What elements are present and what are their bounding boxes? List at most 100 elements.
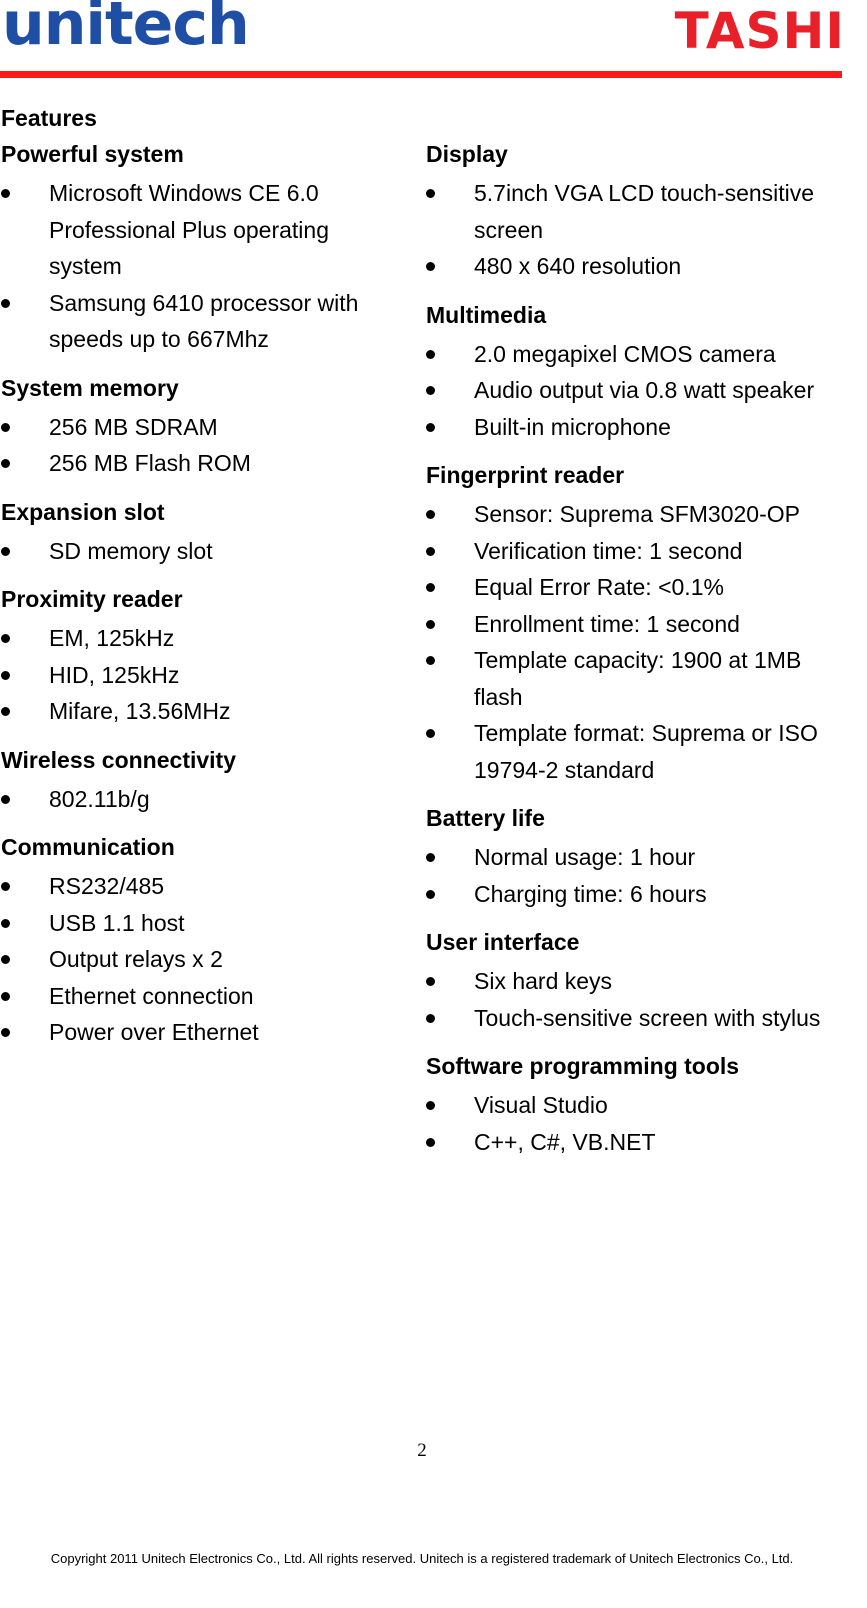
- feature-item-text: Touch-sensitive screen with stylus: [474, 1004, 821, 1031]
- section-system-memory: System memory 256 MB SDRAM 256 MB Flash RO…: [1, 374, 401, 482]
- feature-item: Equal Error Rate: <0.1%: [426, 569, 856, 606]
- feature-list: Microsoft Windows CE 6.0 Professional Pl…: [1, 175, 401, 358]
- feature-item-text: Microsoft Windows CE 6.0 Professional Pl…: [49, 180, 329, 279]
- section-title: Powerful system: [1, 141, 184, 167]
- bullet-icon: [426, 510, 435, 519]
- feature-item-text: 2.0 megapixel CMOS camera: [474, 340, 776, 367]
- feature-item-text: Audio output via 0.8 watt speaker: [474, 377, 815, 403]
- feature-list: 5.7inch VGA LCD touch-sensitive screen 48…: [426, 175, 856, 285]
- feature-item-text: Ethernet connection: [49, 982, 254, 1009]
- right-feature-column: Display 5.7inch VGA LCD touch-sensitive s…: [426, 140, 856, 1176]
- bullet-icon: [426, 1137, 435, 1147]
- bullet-icon: [426, 1101, 435, 1110]
- bullet-icon: [426, 1013, 435, 1023]
- page-number: 2: [417, 1440, 427, 1461]
- feature-item: Touch-sensitive screen with stylus: [426, 1000, 856, 1037]
- feature-item: 256 MB Flash ROM: [1, 445, 401, 482]
- feature-list: 802.11b/g: [1, 781, 401, 818]
- bullet-icon: [426, 977, 435, 986]
- bullet-icon: [1, 794, 10, 804]
- bullet-icon: [1, 670, 10, 680]
- feature-item: Sensor: Suprema SFM3020-OP: [426, 496, 856, 533]
- feature-item: 256 MB SDRAM: [1, 409, 401, 446]
- feature-item-text: USB 1.1 host: [49, 909, 185, 936]
- feature-item-text: Verification time: 1 second: [474, 537, 743, 564]
- feature-item-text: 802.11b/g: [49, 785, 150, 812]
- feature-item-text: Sensor: Suprema SFM3020-OP: [474, 501, 800, 527]
- bullet-icon: [1, 882, 10, 891]
- bullet-icon: [426, 422, 435, 432]
- bullet-icon: [426, 656, 435, 665]
- bullet-icon: [426, 853, 435, 862]
- feature-item: Output relays x 2: [1, 941, 401, 978]
- bullet-icon: [426, 729, 435, 738]
- feature-item-text: Enrollment time: 1 second: [474, 610, 740, 637]
- bullet-icon: [426, 262, 435, 271]
- feature-item-text: 480 x 640 resolution: [474, 253, 682, 279]
- section-title: User interface: [426, 929, 580, 955]
- bullet-icon: [1, 189, 10, 198]
- feature-item-text: C++, C#, VB.NET: [474, 1128, 656, 1155]
- section-title: Display: [426, 141, 508, 167]
- section-expansion-slot: Expansion slot SD memory slot: [1, 498, 401, 570]
- section-title: Multimedia: [426, 301, 547, 328]
- bullet-icon: [1, 459, 10, 468]
- feature-item: EM, 125kHz: [1, 620, 401, 657]
- feature-item-text: Six hard keys: [474, 968, 613, 994]
- bullet-icon: [1, 422, 10, 432]
- feature-item-text: Samsung 6410 processor with speeds up to…: [49, 289, 359, 353]
- section-title: Communication: [1, 834, 175, 860]
- bullet-icon: [1, 955, 10, 964]
- feature-item: 802.11b/g: [1, 781, 401, 818]
- feature-item-text: Charging time: 6 hours: [474, 880, 707, 907]
- feature-item: RS232/485: [1, 868, 401, 905]
- section-wireless-connectivity: Wireless connectivity 802.11b/g: [1, 746, 401, 818]
- feature-item: Microsoft Windows CE 6.0 Professional Pl…: [1, 175, 401, 285]
- feature-item: Enrollment time: 1 second: [426, 606, 856, 643]
- section-title: Software programming tools: [426, 1053, 740, 1079]
- bullet-icon: [1, 991, 10, 1001]
- section-title: Wireless connectivity: [1, 746, 236, 773]
- bullet-icon: [1, 918, 10, 928]
- feature-list: 256 MB SDRAM 256 MB Flash ROM: [1, 409, 401, 482]
- bullet-icon: [426, 189, 435, 198]
- bullet-icon: [426, 349, 435, 359]
- feature-item: HID, 125kHz: [1, 657, 401, 694]
- feature-item-text: 256 MB SDRAM: [49, 413, 218, 440]
- bullet-icon: [1, 298, 10, 308]
- feature-list: Sensor: Suprema SFM3020-OP Verification t…: [426, 496, 856, 788]
- feature-item-text: 256 MB Flash ROM: [49, 450, 251, 476]
- feature-item-text: SD memory slot: [49, 537, 213, 564]
- copyright-footer: Copyright 2011 Unitech Electronics Co., …: [50, 1551, 794, 1566]
- feature-item-text: HID, 125kHz: [49, 661, 180, 688]
- feature-item-text: RS232/485: [49, 873, 165, 899]
- page-header: unitech TASHI: [0, 0, 867, 82]
- feature-item: Normal usage: 1 hour: [426, 839, 856, 876]
- feature-item-text: Template format: Suprema or ISO 19794-2 …: [474, 720, 818, 783]
- feature-item: Six hard keys: [426, 963, 856, 1000]
- bullet-icon: [1, 634, 10, 643]
- bullet-icon: [426, 546, 435, 556]
- feature-item: 480 x 640 resolution: [426, 248, 856, 285]
- feature-item-text: 5.7inch VGA LCD touch-sensitive screen: [474, 180, 815, 243]
- unitech-logo: unitech: [2, 0, 250, 59]
- feature-item-text: Power over Ethernet: [49, 1019, 259, 1045]
- feature-item-text: Output relays x 2: [49, 946, 223, 972]
- section-title: Battery life: [426, 805, 545, 831]
- section-title: Expansion slot: [1, 498, 165, 525]
- feature-item: Built-in microphone: [426, 409, 856, 446]
- feature-item: Power over Ethernet: [1, 1014, 401, 1051]
- feature-item: USB 1.1 host: [1, 905, 401, 942]
- feature-item: 5.7inch VGA LCD touch-sensitive screen: [426, 175, 856, 248]
- section-title: System memory: [1, 374, 179, 401]
- bullet-icon: [426, 386, 435, 395]
